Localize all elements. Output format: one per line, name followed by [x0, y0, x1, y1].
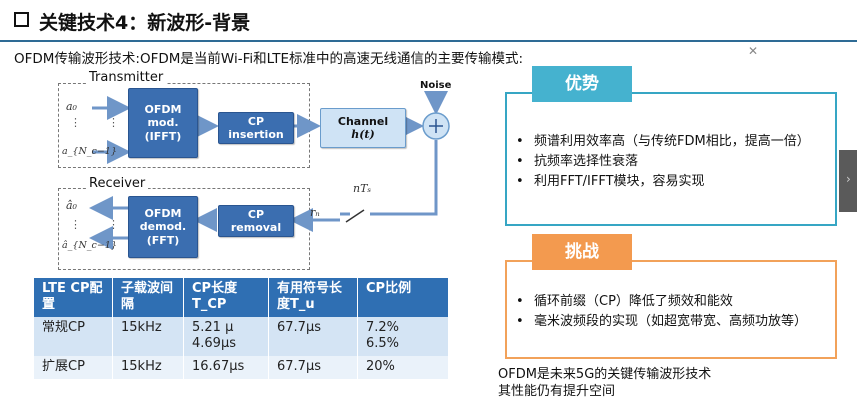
vertical-dots-icon: ⋮ — [70, 218, 81, 231]
advantages-list: 频谱利用效率高（与传统FDM相比，提高一倍） 抗频率选择性衰落 利用FFT/IF… — [512, 132, 830, 192]
lte-cp-table: LTE CP配置 子载波间隔 CP长度 T_CP 有用符号长度T_u CP比例 … — [34, 278, 449, 380]
receiver-label: Receiver — [86, 176, 149, 191]
table-header-cell: CP长度 T_CP — [183, 278, 269, 317]
table-header-row: LTE CP配置 子载波间隔 CP长度 T_CP 有用符号长度T_u CP比例 — [34, 278, 449, 317]
table-header-cell: LTE CP配置 — [34, 278, 113, 317]
table-cell: 67.7μs — [268, 316, 358, 357]
table-row: 扩展CP 15kHz 16.67μs 67.7μs 20% — [34, 356, 449, 380]
side-scroll-handle[interactable] — [839, 150, 857, 212]
slide-title: 关键技术4：新波形-背景 — [14, 8, 250, 35]
title-divider — [0, 40, 857, 42]
close-icon: ✕ — [748, 44, 759, 58]
table-cell: 常规CP — [34, 316, 113, 357]
table-cell: 扩展CP — [34, 356, 113, 380]
input-symbol-last: a_{N_c−1} — [62, 146, 117, 157]
list-item: 毫米波频段的实现（如超宽带宽、高频功放等） — [512, 312, 830, 332]
table-header-cell: 子载波间隔 — [112, 278, 184, 317]
list-item: 抗频率选择性衰落 — [512, 152, 830, 172]
output-symbol-last: â_{N_c−1} — [62, 240, 117, 251]
list-item: 频谱利用效率高（与传统FDM相比，提高一倍） — [512, 132, 830, 152]
conclusion-note: OFDM是未来5G的关键传输波形技术 其性能仍有提升空间 — [498, 367, 712, 399]
advantages-badge: 优势 — [532, 66, 632, 102]
slide-subtitle: OFDM传输波形技术:OFDM是当前Wi-Fi和LTE标准中的高速无线通信的主要… — [14, 51, 524, 67]
table-cell: 15kHz — [112, 356, 184, 380]
list-item: 循环前缀（CP）降低了频效和能效 — [512, 292, 830, 312]
list-item: 利用FFT/IFFT模块，容易实现 — [512, 172, 830, 192]
square-bullet-icon — [14, 12, 29, 27]
input-symbol-first: a₀ — [66, 100, 77, 113]
challenges-badge: 挑战 — [532, 234, 632, 270]
vertical-dots-icon: ⋮ — [108, 116, 119, 129]
table-cell: 5.21 μ 4.69μs — [183, 316, 269, 357]
table-row: 常规CP 15kHz 5.21 μ 4.69μs 67.7μs 7.2% 6.5… — [34, 316, 449, 357]
table-cell: 20% — [357, 356, 449, 380]
diagram-arrows — [89, 91, 450, 250]
challenges-list: 循环前缀（CP）降低了频效和能效 毫米波频段的实现（如超宽带宽、高频功放等） — [512, 292, 830, 332]
transmitter-label: Transmitter — [86, 70, 167, 85]
table-cell: 16.67μs — [183, 356, 269, 380]
output-symbol-first: â₀ — [66, 199, 77, 212]
table-header-cell: 有用符号长度T_u — [268, 278, 358, 317]
table-cell: 67.7μs — [268, 356, 358, 380]
table-cell: 7.2% 6.5% — [357, 316, 449, 357]
table-cell: 15kHz — [112, 316, 184, 357]
chevron-right-icon[interactable]: › — [846, 172, 851, 186]
vertical-dots-icon: ⋮ — [108, 218, 119, 231]
noise-label: Noise — [420, 80, 452, 91]
table-header-cell: CP比例 — [357, 278, 449, 317]
sampling-switch — [345, 209, 365, 223]
sampling-period-label: nTₛ — [353, 182, 372, 195]
vertical-dots-icon: ⋮ — [70, 116, 81, 129]
received-signal-label: rₙ — [310, 206, 320, 219]
